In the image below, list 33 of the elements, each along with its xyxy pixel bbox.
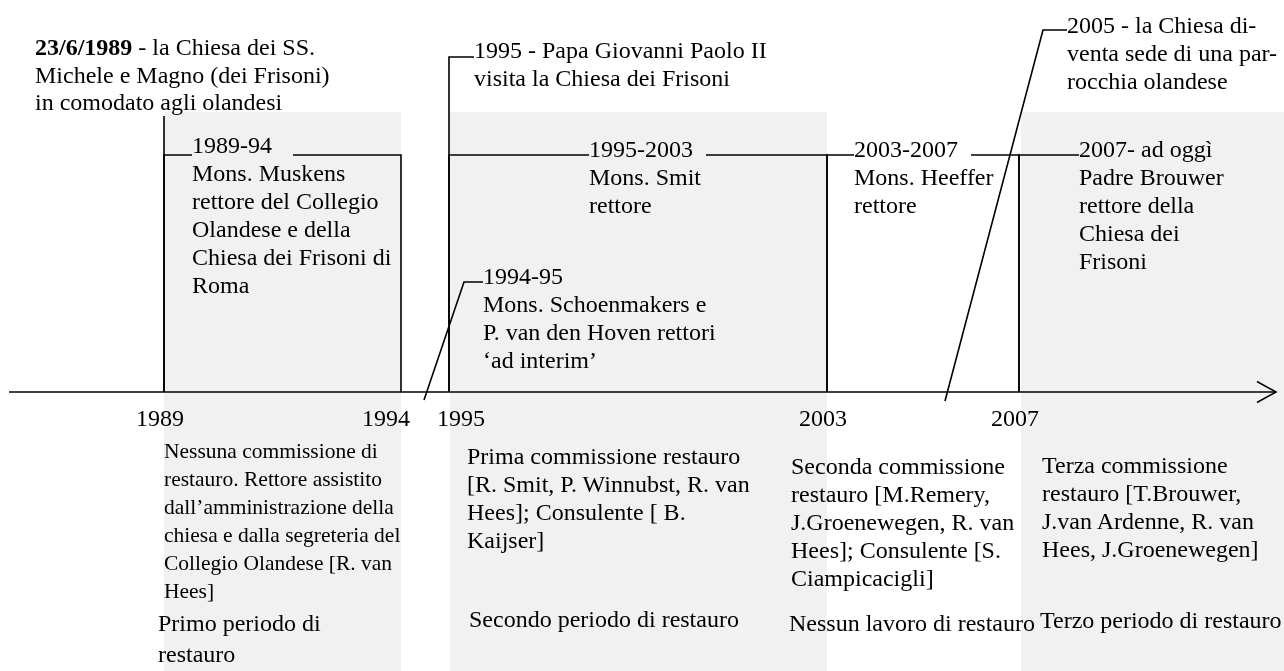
rector-note: Mons. Smit rettore (589, 163, 703, 219)
rector-note: Mons. Heeffer rettore (854, 163, 995, 219)
year-label: 1994 (361, 404, 411, 432)
leader-line (448, 154, 590, 393)
leader-line (944, 29, 1068, 402)
period-note: Primo periodo di restauro (158, 609, 322, 669)
leader-line (292, 154, 402, 393)
event-note: 1995 - Papa Giovanni Paolo II visita la Chiesa dei Frisoni (474, 36, 768, 92)
event-note: 23/6/1989 - la Chiesa dei SS. Michele e Magno (dei Frisoni) in comodato agli olandesi (35, 34, 331, 117)
period-heading: 1994-95 (483, 262, 564, 290)
commission-note: Seconda commissione restauro [M.Remery, J.Groenewegen, R. van Hees]; Consulente [S. Ciampicacigli] (791, 452, 1016, 592)
period-heading: 2007- ad oggì (1079, 135, 1214, 163)
period-note: Nessun lavoro di restauro (789, 609, 1036, 637)
period-heading: 1989-94 (192, 131, 273, 159)
commission-note: Nessuna commissione di restauro. Rettore assistito dall’amministrazione della chiesa e dalla segreteria del Collegio Olandese [R. van Hees] (164, 438, 401, 605)
year-label: 2007 (990, 404, 1040, 432)
period-heading: 1995-2003 (589, 135, 694, 163)
period-heading: 2003-2007 (854, 135, 959, 163)
leader-line (163, 154, 193, 393)
year-label: 1995 (436, 404, 486, 432)
rector-note: Mons. Schoenmakers e P. van den Hoven rettori ‘ad interim’ (483, 290, 717, 374)
event-note: 2005 - la Chiesa di- venta sede di una par- rocchia olandese (1067, 11, 1279, 95)
rector-note: Padre Brouwer rettore della Chiesa dei Frisoni (1079, 163, 1225, 275)
commission-note: Terza commissione restauro [T.Brouwer, J.van Ardenne, R. van Hees, J.Groenewegen] (1042, 451, 1260, 563)
year-label: 1989 (135, 404, 185, 432)
leader-line (1018, 154, 1080, 393)
period-note: Terzo periodo di restauro (1040, 606, 1283, 634)
timeline-axis (9, 381, 1277, 403)
year-label: 2003 (798, 404, 848, 432)
leader-line (423, 281, 484, 401)
commission-note: Prima commissione restauro [R. Smit, P. Winnubst, R. van Hees]; Consulente [ B. Kaijser] (467, 442, 751, 554)
rector-note: Mons. Muskens rettore del Collegio Olandese e della Chiesa dei Frisoni di Roma (192, 159, 393, 299)
leader-line (826, 154, 855, 393)
